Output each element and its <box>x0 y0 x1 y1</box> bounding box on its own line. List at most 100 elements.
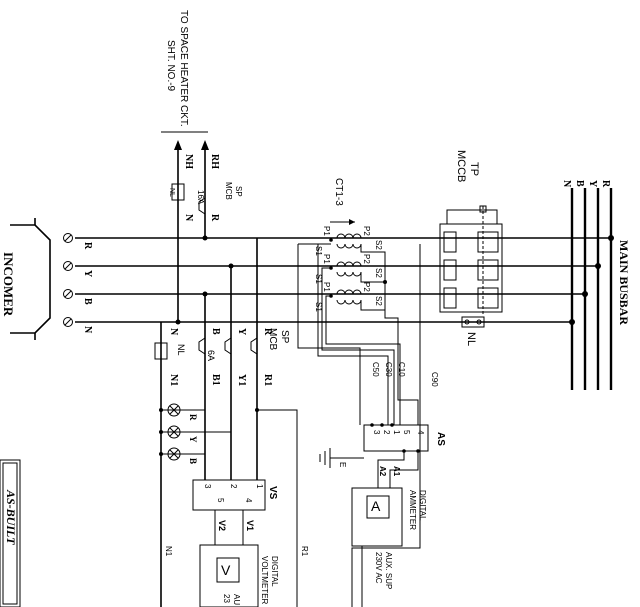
mcb-out-r1: R1 <box>262 374 273 386</box>
vs-term-4: 4 <box>244 498 253 503</box>
ammeter-selector-switch: 4 5 1 2 3 AS A1 A2 <box>363 423 446 488</box>
incomer-phase-b: B <box>82 298 93 305</box>
mcb-phase-y: Y <box>236 328 247 336</box>
mcb-out-y1: Y1 <box>236 374 247 386</box>
heater-nh: NH <box>183 154 194 169</box>
phase-lines <box>75 235 614 325</box>
vs-v1: V1 <box>245 520 255 531</box>
main-nl-label: NL <box>465 332 477 346</box>
n1-label: N1 <box>164 546 173 557</box>
main-busbar: N B Y R MAIN BUSBAR <box>561 180 631 390</box>
r1-label: R1 <box>300 546 309 557</box>
incomer-symbol: R Y B N INCOMER <box>1 218 93 340</box>
busbar-phase-n: N <box>561 180 572 188</box>
sp-mcb-nl: NL <box>176 344 186 356</box>
as-a1: A1 <box>392 466 401 477</box>
wire-c10: C10 <box>397 362 406 377</box>
heater-rating: 16A <box>196 190 205 205</box>
tp-mccb: TP MCCB <box>439 150 503 314</box>
heater-title-line1: TO SPACE HEATER CKT. <box>178 10 189 127</box>
voltmeter-line1: DIGITAL <box>270 556 279 587</box>
as-term-1: 1 <box>392 430 401 435</box>
ammeter-aux2: 230V AC <box>374 552 383 584</box>
as-label: AS <box>435 432 446 446</box>
incomer-phase-y: Y <box>82 270 93 278</box>
vs-term-2: 2 <box>229 484 238 489</box>
heater-nl: NL <box>168 188 175 197</box>
voltmeter-aux: AU <box>232 594 241 605</box>
digital-voltmeter: V DIGITAL VOLTMETER AU 23 <box>199 544 279 607</box>
sp-mcb-sp: SP <box>279 330 290 344</box>
ammeter-line2: AMMETER <box>408 490 417 530</box>
vs-term-1: 1 <box>255 484 264 489</box>
current-transformers: CT1-3 P2 P1 S1 S2 P2 P1 S1 S2 P2 P1 S1 S… <box>314 178 383 312</box>
lamp-b-icon <box>167 447 181 461</box>
mcb-out-n1: N1 <box>168 374 179 386</box>
ct3-p1: P1 <box>322 282 331 292</box>
as-built-label: AS-BUILT <box>4 489 18 545</box>
voltmeter-aux2: 23 <box>222 594 231 603</box>
earth-label: E <box>338 462 347 467</box>
ct1-s2: S2 <box>374 240 383 250</box>
ct3-p2: P2 <box>362 282 371 292</box>
digital-ammeter: A DIGITAL AMMETER AUX. SUP 230V AC <box>351 487 427 607</box>
heater-sp: SP <box>234 186 243 197</box>
heater-mcb: MCB <box>224 182 233 200</box>
wire-c90: C90 <box>430 372 439 387</box>
heater-n: N <box>183 214 194 222</box>
incomer-phase-n: N <box>82 326 93 334</box>
ammeter-line1: DIGITAL <box>418 490 427 521</box>
as-term-5: 5 <box>402 430 411 435</box>
ct3-s2: S2 <box>374 296 383 306</box>
ct2-p2: P2 <box>362 254 371 264</box>
wire-c50: C50 <box>371 362 380 377</box>
busbar-phase-y: Y <box>587 180 598 188</box>
mcb-phase-r: R <box>262 328 273 336</box>
mcb-phase-b: B <box>210 328 221 335</box>
wire-c30: C30 <box>384 362 393 377</box>
as-term-4: 4 <box>416 430 425 435</box>
as-a2: A2 <box>378 466 387 477</box>
lamp-y-label: Y <box>188 436 198 443</box>
lamp-y-icon <box>167 425 181 439</box>
sp-mcb-rating: 6A <box>206 350 216 361</box>
ct1-p2: P2 <box>362 226 371 236</box>
as-term-3: 3 <box>372 430 381 435</box>
vs-label: VS <box>267 486 278 500</box>
vs-term-3: 3 <box>203 484 212 489</box>
mcb-out-b1: B1 <box>210 374 221 386</box>
heater-rh: RH <box>209 154 220 169</box>
lamp-b-label: B <box>188 458 198 464</box>
heater-r: R <box>209 214 220 222</box>
mccb-tp-label: TP <box>468 162 480 176</box>
indicating-lamps: R Y B <box>159 403 231 464</box>
earth-icon: E <box>319 448 364 468</box>
ct2-s2: S2 <box>374 268 383 278</box>
ammeter-symbol: A <box>371 498 381 514</box>
mcb-phase-n: N <box>168 328 179 336</box>
ammeter-aux1: AUX. SUP <box>384 552 393 589</box>
busbar-phase-r: R <box>600 180 611 188</box>
lamp-r-label: R <box>188 414 198 421</box>
as-built-stamp: AS-BUILT <box>0 459 21 607</box>
voltmeter-symbol: V <box>221 562 231 578</box>
lamp-r-icon <box>167 403 181 417</box>
ct-secondary-wiring: C50 C30 C10 C90 <box>297 243 439 607</box>
space-heater-branch: TO SPACE HEATER CKT. SHT. NO.-9 NH RH NL… <box>161 10 243 322</box>
busbar-phase-b: B <box>574 180 585 187</box>
sp-mcb-branch: B Y R N SP MCB 6A NL B1 Y1 R1 N1 R1 N1 <box>154 238 309 607</box>
incomer-phase-r: R <box>82 242 93 250</box>
sp-mcb-mcb: MCB <box>267 328 278 351</box>
ct1-p1: P1 <box>322 226 331 236</box>
voltmeter-selector-switch: VS 1 2 3 4 5 V1 V2 <box>192 479 278 545</box>
voltmeter-line2: VOLTMETER <box>260 556 269 605</box>
main-busbar-label: MAIN BUSBAR <box>617 240 631 325</box>
vs-v2: V2 <box>217 520 227 531</box>
ct-label: CT1-3 <box>333 178 344 206</box>
as-term-2: 2 <box>382 430 391 435</box>
incomer-label: INCOMER <box>1 252 16 317</box>
heater-title-line2: SHT. NO.-9 <box>165 40 176 92</box>
ct2-p1: P1 <box>322 254 331 264</box>
vs-term-5: 5 <box>216 498 225 503</box>
